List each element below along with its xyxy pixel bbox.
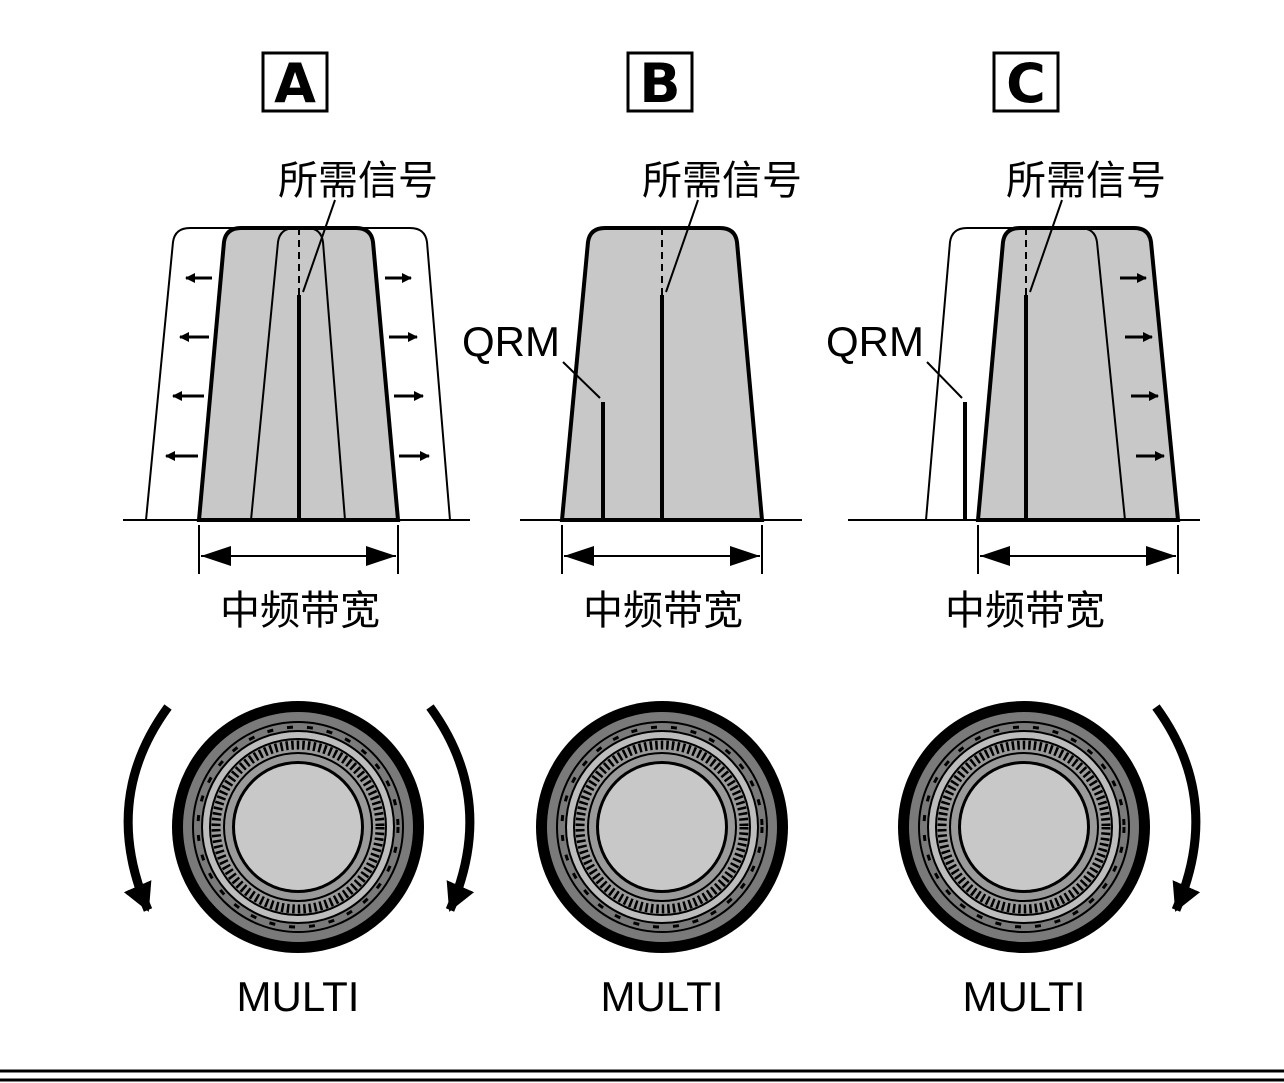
multi-knob[interactable] <box>172 701 424 953</box>
panel-letter: C <box>1006 52 1046 115</box>
desired-signal-label: 所需信号 <box>278 158 438 204</box>
knob-label: MULTI <box>237 973 360 1020</box>
if-bandwidth-label: 中频带宽 <box>220 588 380 634</box>
qrm-leader-line <box>926 361 963 399</box>
if-bandwidth-label: 中频带宽 <box>945 588 1105 634</box>
panel-letter: B <box>639 52 680 115</box>
signal-leader-line <box>665 199 699 293</box>
arrow-right-icon <box>385 273 430 461</box>
desired-signal-label: 所需信号 <box>1006 158 1166 204</box>
panel-letter-box <box>261 51 329 113</box>
panel-a: A 所需信号 中频带宽 <box>123 51 475 1020</box>
multi-knob[interactable] <box>536 701 788 953</box>
rotate-clockwise-arrow <box>1152 704 1201 912</box>
panel-c: C 所需信号 QRM 中频带宽 MULTI <box>826 51 1201 1020</box>
desired-signal-label: 所需信号 <box>642 158 802 204</box>
qrm-label: QRM <box>462 318 560 365</box>
rotate-counterclockwise-arrow <box>123 704 172 912</box>
knob-label: MULTI <box>963 973 1086 1020</box>
arrow-left-icon <box>165 273 212 461</box>
panel-letter-box <box>992 51 1060 113</box>
qrm-label: QRM <box>826 318 924 365</box>
multi-knob[interactable] <box>898 701 1150 953</box>
qrm-leader-line <box>562 361 601 399</box>
panel-letter-box <box>626 51 694 113</box>
if-bandwidth-label: 中频带宽 <box>583 588 743 634</box>
rotate-clockwise-arrow <box>426 704 475 912</box>
knob-label: MULTI <box>601 973 724 1020</box>
inner-passband-outline <box>1079 227 1126 521</box>
panel-b: B 所需信号 QRM 中频带宽 MULTI <box>462 51 802 1020</box>
signal-leader-line <box>302 199 336 293</box>
signal-leader-line <box>1029 199 1063 293</box>
arrow-right-icon <box>1120 273 1165 461</box>
panel-letter: A <box>274 52 316 115</box>
shifted-passband <box>975 226 1181 522</box>
